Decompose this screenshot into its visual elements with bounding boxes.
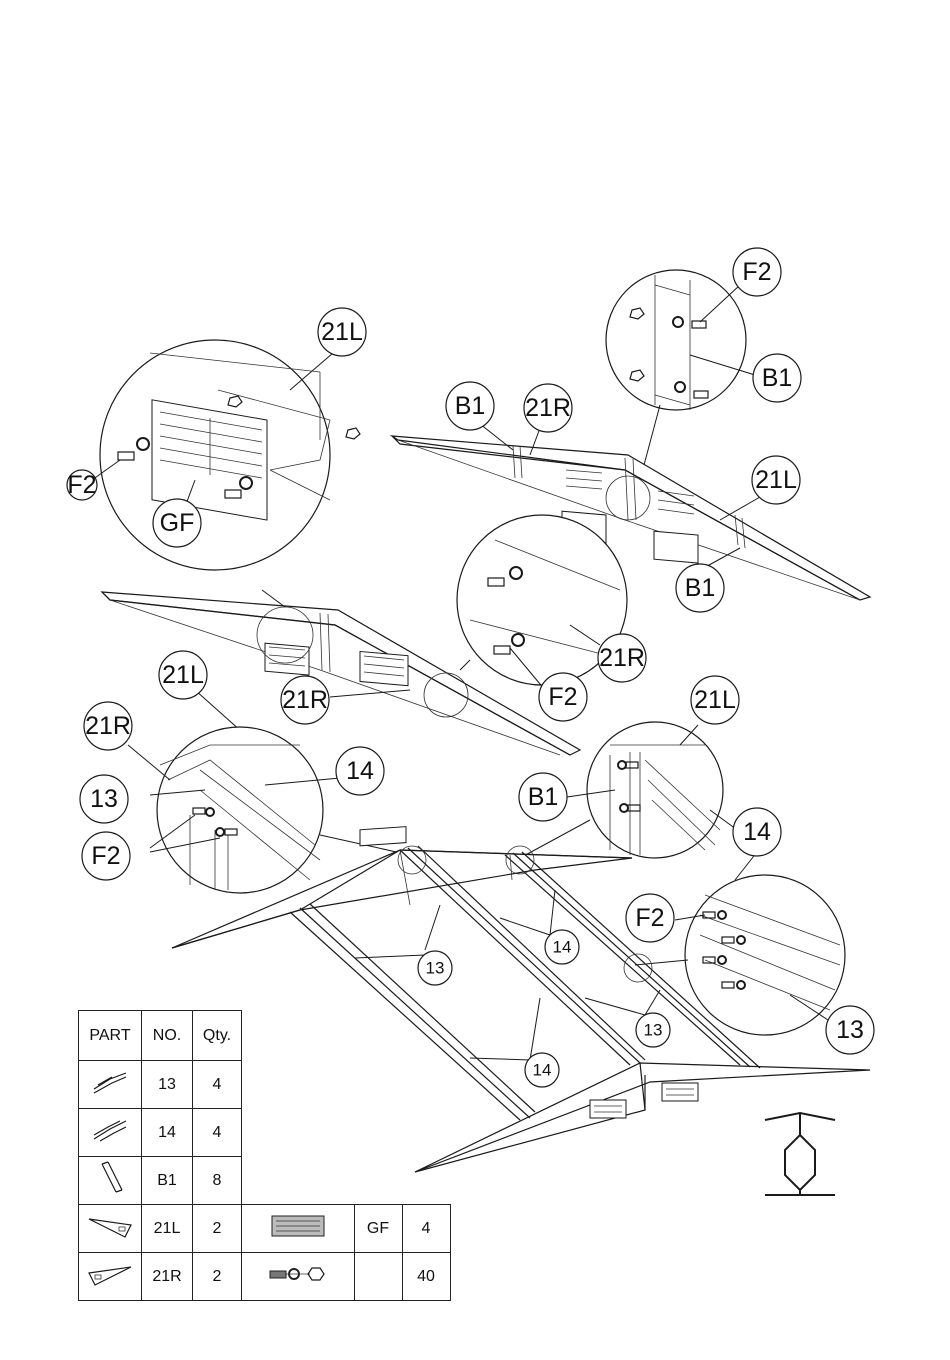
part-qty: 40 <box>402 1253 450 1301</box>
callout-GF: GF <box>160 509 195 537</box>
part-no: 21R <box>142 1253 193 1301</box>
callout-F2-left2: F2 <box>91 842 120 870</box>
callout-F2-top: F2 <box>742 258 771 286</box>
bolt-nut-f2-icon <box>242 1253 355 1301</box>
callout-B1-right: B1 <box>528 783 559 811</box>
detail-bracket-closeup <box>606 270 746 410</box>
callout-21L-frame: 21L <box>755 466 797 494</box>
callout-14-right: 14 <box>743 818 771 846</box>
parts-table: PART NO. Qty. 13 4 14 4 B1 8 21L 2 <box>78 1010 451 1301</box>
callout-13-left: 13 <box>90 785 118 813</box>
part-no: 13 <box>142 1061 193 1109</box>
purlin-13-icon <box>79 1061 142 1109</box>
part-qty: 8 <box>193 1157 242 1205</box>
callout-21R-left: 21R <box>85 712 131 740</box>
detail-bracket-right <box>587 722 723 858</box>
gable-21r-icon <box>79 1253 142 1301</box>
part-no: 14 <box>142 1109 193 1157</box>
part-no: B1 <box>142 1157 193 1205</box>
header-qty: Qty. <box>193 1011 242 1061</box>
callout-13-a: 13 <box>426 959 445 978</box>
detail-purlin-right <box>685 875 845 1035</box>
header-part: PART <box>79 1011 142 1061</box>
callout-14-b: 14 <box>533 1061 552 1080</box>
detail-vent-closeup <box>100 340 360 570</box>
vent-gf-icon <box>242 1205 355 1253</box>
callout-B1-top: B1 <box>762 364 793 392</box>
callout-13-b: 13 <box>644 1021 663 1040</box>
part-no: GF <box>354 1205 402 1253</box>
callout-F2-detail2: F2 <box>548 683 577 711</box>
part-qty: 2 <box>193 1205 242 1253</box>
part-qty: 2 <box>193 1253 242 1301</box>
part-qty: 4 <box>402 1205 450 1253</box>
callout-B1-frame: B1 <box>455 392 486 420</box>
part-qty: 4 <box>193 1109 242 1157</box>
part-qty: 4 <box>193 1061 242 1109</box>
bracket-b1-icon <box>79 1157 142 1205</box>
callout-F2-left: F2 <box>67 471 96 499</box>
callout-21L-right: 21L <box>694 686 736 714</box>
gable-21l-icon <box>79 1205 142 1253</box>
callout-13-right: 13 <box>836 1016 864 1044</box>
callout-F2-right: F2 <box>635 904 664 932</box>
header-no: NO. <box>142 1011 193 1061</box>
callout-14-left: 14 <box>346 757 374 785</box>
callout-21R-detail2: 21R <box>599 644 645 672</box>
callout-B1-frame2: B1 <box>685 574 716 602</box>
callout-21L-detail: 21L <box>321 318 363 346</box>
purlin-profile-section <box>765 1113 835 1195</box>
callout-14-a: 14 <box>553 938 572 957</box>
callout-21R-mid: 21R <box>282 686 328 714</box>
purlin-14-icon <box>79 1109 142 1157</box>
callout-21R-frame: 21R <box>525 394 571 422</box>
detail-purlin-left <box>157 727 323 893</box>
part-no: 21L <box>142 1205 193 1253</box>
part-no <box>354 1253 402 1301</box>
callout-21L-mid: 21L <box>162 661 204 689</box>
